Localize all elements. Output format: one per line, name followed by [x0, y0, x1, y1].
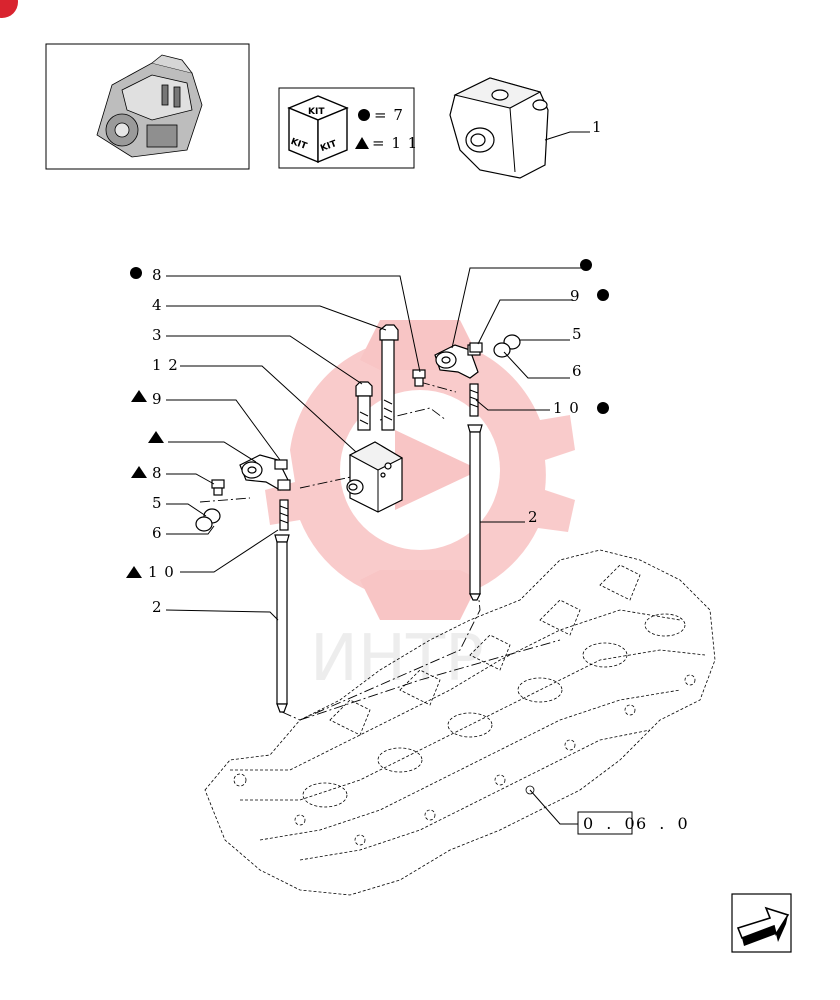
circle-qty: = 7 [374, 106, 404, 124]
cylinder-head-phantom [204, 549, 716, 896]
callout-2-left: 2 [152, 598, 163, 616]
part-support-block [346, 441, 404, 513]
watermark: ИНТР [265, 320, 575, 696]
callout-10-right: 1 0 [553, 399, 580, 417]
triangle-marker [126, 566, 142, 578]
circle-marker [597, 289, 609, 301]
triangle-marker [355, 137, 369, 149]
callout-8-left: 8 [152, 464, 163, 482]
next-page-button[interactable] [731, 893, 792, 953]
callout-labels: 8 4 3 1 2 9 5 6 1 0 2 9 8 5 6 1 0 2 [148, 266, 583, 616]
section-reference: 0 . 0 6 . 0 [577, 811, 692, 835]
part-screw-left [211, 479, 225, 496]
kit-legend: KIT KIT KIT = 7 = 1 1 [278, 87, 418, 169]
brand-corner-badge [0, 0, 18, 18]
callout-4: 4 [152, 296, 163, 314]
triangle-marker [131, 390, 147, 402]
reference-suffix: 6 . 0 [636, 814, 692, 833]
part-o-rings-left [195, 508, 221, 532]
part-pushrod-right [467, 424, 483, 601]
callout-leaders [165, 267, 585, 825]
part-rocker-support: 1 [449, 77, 603, 179]
callout-12: 1 2 [152, 356, 179, 374]
part-bolt-short [355, 381, 373, 431]
engine-thumbnail [45, 43, 250, 170]
circle-marker [130, 267, 142, 279]
callout-9-left: 9 [152, 390, 163, 408]
callout-2-right: 2 [528, 508, 539, 526]
part-screw-top [412, 369, 426, 387]
next-page-arrow-icon [736, 906, 790, 946]
callout-5-left: 5 [152, 494, 163, 512]
part-o-rings-right [493, 334, 521, 358]
part-nut-left [274, 459, 288, 470]
part-bolt-long [379, 324, 399, 431]
callout-markers [126, 259, 609, 578]
triangle-marker [131, 466, 147, 478]
callout-1: 1 [592, 118, 603, 136]
part-pushrod-left [274, 534, 290, 713]
reference-boxed: 0 . 0 [583, 814, 639, 833]
circle-marker [597, 402, 609, 414]
callout-8-top: 8 [152, 266, 163, 284]
callout-6-left: 6 [152, 524, 163, 542]
callout-10-left: 1 0 [148, 563, 175, 581]
watermark-text: ИНТР [310, 622, 484, 696]
triangle-marker [148, 431, 164, 443]
kit-label-top: KIT [308, 107, 325, 117]
circle-marker [580, 259, 592, 271]
callout-9-right: 9 [570, 287, 581, 305]
circle-marker [358, 109, 370, 121]
part-adjuster-right [469, 383, 479, 417]
callout-5-right: 5 [572, 325, 583, 343]
part-adjuster-left [279, 499, 289, 531]
triangle-qty: = 1 1 [372, 134, 418, 152]
part-nut-right [469, 342, 483, 353]
callout-6-right: 6 [572, 362, 583, 380]
callout-3: 3 [152, 326, 163, 344]
kit-box-icon: KIT KIT KIT [287, 95, 349, 164]
